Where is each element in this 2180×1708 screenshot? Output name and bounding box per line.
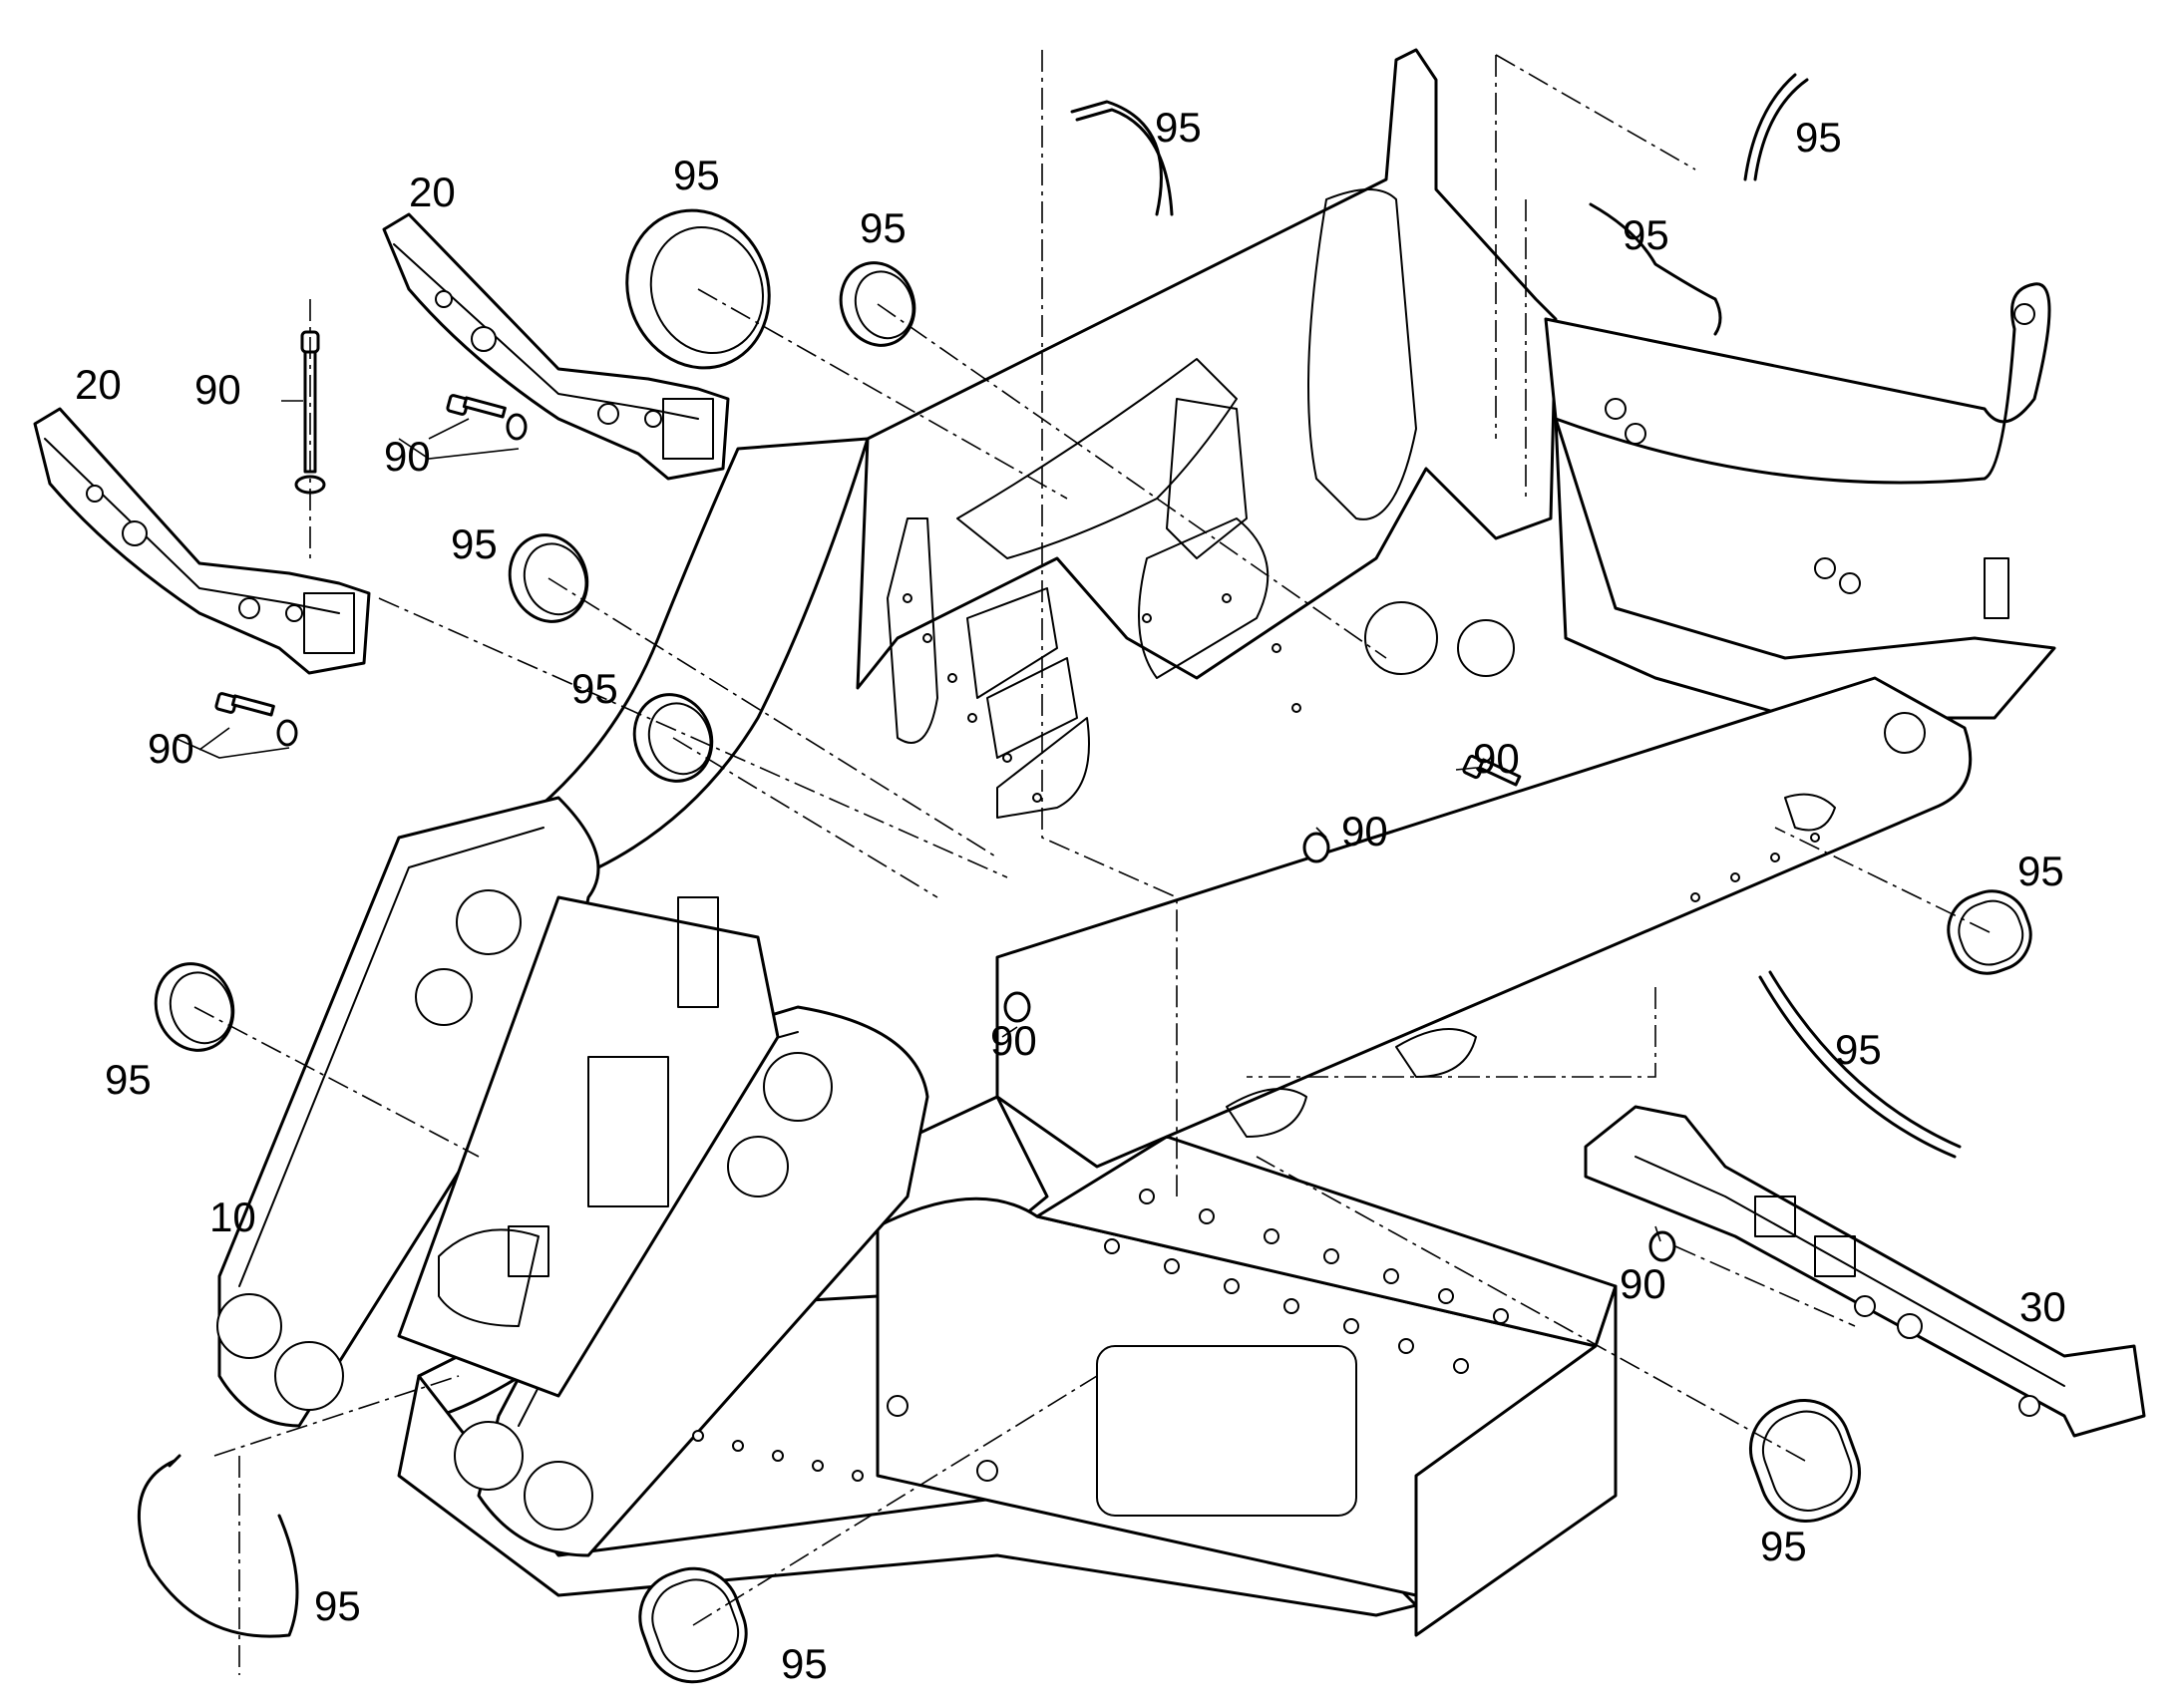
callout-label: 95 — [1155, 104, 1202, 151]
callout-label: 90 — [990, 1017, 1037, 1064]
callout-label: 90 — [194, 366, 241, 413]
callout-label: 95 — [781, 1640, 828, 1687]
main-frame-drawing — [216, 48, 2056, 1637]
callout-label: 95 — [2017, 848, 2064, 894]
edge-trim-strips-drawing — [1070, 73, 1962, 1159]
callout-label: 95 — [451, 520, 498, 567]
callout-label: 95 — [1835, 1026, 1882, 1073]
dowel-pins-drawing — [1003, 832, 1676, 1262]
callout-label: 95 — [314, 1582, 361, 1629]
callout-label: 90 — [1341, 808, 1388, 854]
callout-label: 20 — [75, 361, 122, 408]
callout-label: 30 — [2019, 1283, 2066, 1330]
callout-label: 95 — [1760, 1523, 1807, 1569]
bracket-30-drawing — [1584, 1105, 2146, 1438]
callout-label: 95 — [860, 204, 907, 251]
assembly-center-lines — [193, 50, 1991, 1675]
callout-label: 95 — [571, 665, 618, 712]
callout-label: 10 — [209, 1194, 256, 1240]
arm-bracket-upper-drawing — [382, 212, 730, 481]
arm-bracket-lower-drawing — [33, 407, 371, 675]
callout-label: 95 — [1795, 114, 1842, 161]
callout-label: 90 — [148, 725, 194, 772]
callout-label: 95 — [673, 152, 720, 198]
bolt-lower-drawing — [214, 692, 298, 747]
callout-label: 95 — [105, 1056, 152, 1103]
callout-labels: 95 95 95 95 20 95 95 20 90 90 95 95 90 9… — [75, 104, 2066, 1687]
bolt-frame-drawing — [1462, 754, 1522, 787]
callout-label: 90 — [1473, 735, 1520, 782]
callout-label: 90 — [1620, 1260, 1666, 1307]
callout-label: 20 — [409, 169, 456, 215]
leader-lines — [174, 400, 1661, 1242]
callout-label: 90 — [384, 433, 431, 480]
bolt-upper-drawing — [446, 394, 528, 441]
callout-label: 95 — [1623, 211, 1669, 258]
